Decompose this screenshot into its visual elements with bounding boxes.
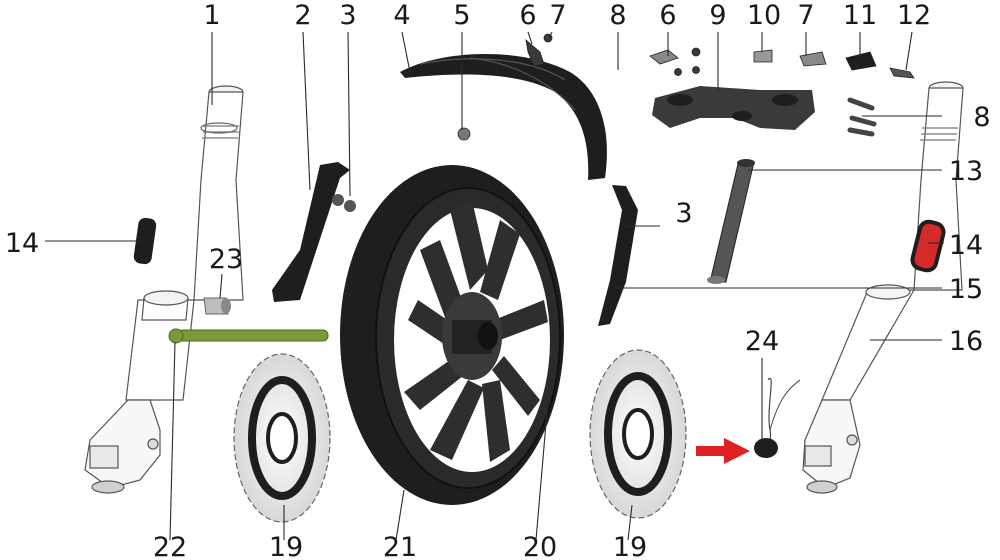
front-wheel	[340, 165, 564, 505]
callout-14-right: 14	[949, 230, 983, 261]
leader-lines	[45, 31, 944, 541]
left-fork	[84, 85, 244, 494]
callout-1: 1	[203, 0, 220, 31]
callout-5: 5	[453, 0, 470, 31]
reflector-left	[133, 217, 157, 265]
callout-12: 12	[897, 0, 931, 31]
callout-4: 4	[393, 0, 410, 31]
callout-9: 9	[709, 0, 726, 31]
callout-14-left: 14	[5, 228, 39, 259]
callout-16: 16	[949, 326, 983, 357]
brake-disc-left	[233, 353, 331, 523]
callout-labels: 1 2 3 4 5 6 7 8 6 9 10 7 11 12 8 13 3 14…	[5, 0, 991, 560]
callout-11: 11	[843, 0, 877, 31]
callout-21: 21	[383, 532, 417, 560]
callout-7-left: 7	[549, 0, 566, 31]
callout-6-left: 6	[519, 0, 536, 31]
front-fender	[400, 53, 607, 180]
callout-2: 2	[294, 0, 311, 31]
callout-15: 15	[949, 274, 983, 305]
callout-19-right: 19	[613, 532, 647, 560]
fork-guards	[272, 162, 638, 326]
speed-sensor	[754, 377, 801, 458]
callout-8-right: 8	[973, 102, 990, 133]
callout-6-right: 6	[659, 0, 676, 31]
callout-20: 20	[523, 532, 557, 560]
small-hardware	[457, 33, 915, 141]
callout-7-right: 7	[797, 0, 814, 31]
triple-clamp	[652, 86, 815, 130]
callout-8-top: 8	[609, 0, 626, 31]
callout-3-top: 3	[339, 0, 356, 31]
callout-13: 13	[949, 156, 983, 187]
callout-24: 24	[745, 326, 779, 357]
callout-23: 23	[209, 244, 243, 275]
brake-disc-right	[589, 349, 687, 519]
reflector-right	[910, 219, 946, 273]
indicator-arrow-icon	[696, 438, 750, 464]
callout-22: 22	[153, 532, 187, 560]
axle-parts	[168, 159, 755, 344]
callout-19-left: 19	[269, 532, 303, 560]
callout-10: 10	[747, 0, 781, 31]
callout-3-right: 3	[675, 198, 692, 229]
